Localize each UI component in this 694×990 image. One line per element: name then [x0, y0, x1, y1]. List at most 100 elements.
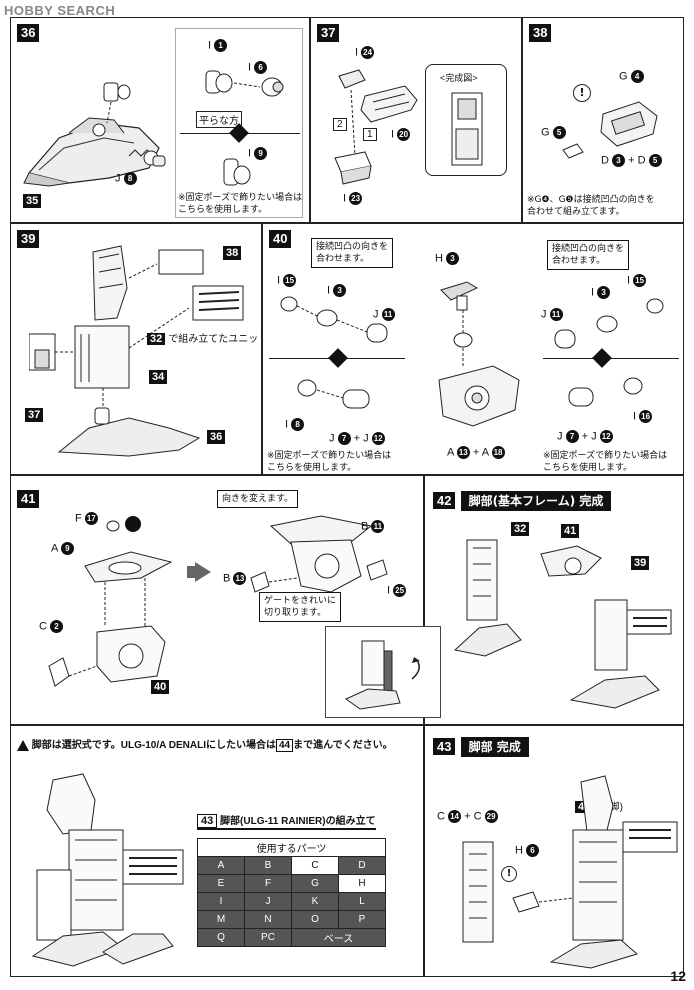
part-i15-left: I 15	[277, 274, 297, 287]
callout-right: 接続凹凸の向きを 合わせます。	[547, 240, 630, 270]
part-i24-number: 24	[361, 46, 375, 59]
part-i6-number: 6	[254, 61, 268, 74]
parts-table-cell: F	[244, 874, 292, 893]
part-j11-letter: J	[373, 308, 379, 321]
step-37-drawing	[334, 69, 418, 185]
part-i24-letter: I	[355, 46, 359, 59]
part-a9-letter: A	[51, 542, 58, 555]
step-42-title: 脚部(基本フレーム) 完成	[460, 491, 612, 511]
part-d3-letter: D	[601, 154, 609, 167]
plus-sign: +	[472, 446, 480, 459]
part-a9-number: 9	[60, 542, 74, 555]
part-i20-label: I 20	[391, 128, 411, 141]
next-arrow-icon	[195, 562, 211, 582]
parts-table-cell: C	[291, 856, 339, 875]
warning-text2: まで進んでください。	[293, 740, 393, 751]
flat-side-label: 平らな方	[196, 111, 242, 128]
part-c14-c29-label: C 14 + C 29	[437, 810, 498, 823]
part-40-label: 40	[151, 680, 170, 694]
part-i16-letter: I	[633, 410, 637, 423]
step-39-drawing	[29, 245, 244, 457]
seq-1-box: 1	[363, 128, 377, 141]
part-a13-number: 13	[456, 446, 470, 459]
part-32-number: 32	[147, 333, 166, 345]
part-j11-number: 11	[381, 308, 395, 321]
part-j12-letter: J	[363, 432, 369, 445]
part-f17-label: F 17	[75, 512, 98, 525]
parts-table-cell: PC	[244, 928, 292, 947]
parts-table-cell: O	[291, 910, 339, 929]
part-j11r-letter: J	[541, 308, 547, 321]
parts-table-cell: N	[244, 910, 292, 929]
part-i25-letter: I	[387, 584, 391, 597]
part-i3-right: I 3	[591, 286, 611, 299]
warning-icon	[17, 739, 29, 751]
part-a9-label: A 9	[51, 542, 74, 555]
part-35-label: 35	[23, 194, 42, 208]
rainier-title-text: 脚部(ULG-11 RAINIER)の組み立て	[220, 816, 376, 827]
step-41-right-drawing	[250, 515, 388, 593]
part-i6-letter: I	[248, 61, 252, 74]
step-39-number: 39	[17, 230, 40, 248]
part-j8-letter: J	[115, 172, 121, 185]
inset-drawing	[345, 640, 420, 710]
part-i15-right: I 15	[627, 274, 647, 287]
part-j11-left: J 11	[373, 308, 395, 321]
gate-callout: ゲートをきれいに 切り取ります。	[259, 592, 342, 622]
step-41-left-drawing	[48, 516, 173, 687]
plus-sign: +	[581, 430, 589, 443]
step-43-panel: 43 脚部 完成 C 14 + C 29 H 6 ! 42 (左脚)	[424, 725, 684, 977]
part-j12r-number: 12	[599, 430, 613, 443]
part-i15r-letter: I	[627, 274, 631, 287]
parts-table-cell: G	[291, 874, 339, 893]
step-40-center-drawing	[438, 281, 520, 427]
logo-text: HOBBY SEARCH	[4, 3, 116, 18]
step-37-number: 37	[317, 24, 340, 42]
part-i1-letter: I	[208, 39, 212, 52]
part-h6-letter: H	[515, 844, 523, 857]
part-f17-number: 17	[84, 512, 98, 525]
part-j7r-number: 7	[565, 430, 579, 443]
part-a13-a18-label: A 13 + A 18	[447, 446, 505, 459]
part-c29-number: 29	[484, 810, 498, 823]
part-39-label: 39	[631, 556, 650, 570]
step-40-panel: 40 接続凹凸の向きを 合わせます。 I 15 I 3 J 11 I 8 J 7…	[262, 223, 684, 475]
parts-table-cell: K	[291, 892, 339, 911]
parts-table-cell: I	[197, 892, 245, 911]
caution-icon-43: !	[501, 866, 517, 882]
part-i1-label: I 1	[208, 39, 228, 52]
part-a13-letter: A	[447, 446, 454, 459]
part-c2-number: 2	[50, 620, 64, 633]
parts-table-cell: D	[338, 856, 386, 875]
part-i23-number: 23	[349, 192, 363, 205]
part-i20-number: 20	[397, 128, 411, 141]
part-b13-label: B 13	[223, 572, 247, 585]
alt-diamond-icon-left	[328, 348, 348, 368]
step-38-drawing	[562, 101, 658, 159]
step-36-number: 36	[17, 24, 40, 42]
part-g5-label: G 5	[541, 126, 566, 139]
part-a18-number: 18	[491, 446, 505, 459]
plus-sign: +	[628, 154, 635, 167]
step-38-panel: 38 G 4 ! G 5 D 3 + D 5 ※G❹、G❺は接続凹凸の向きを 合…	[522, 17, 684, 223]
part-38-label: 38	[223, 246, 242, 260]
part-i23-label: I 23	[343, 192, 363, 205]
parts-table-cell: A	[197, 856, 245, 875]
warning-text: 脚部は選択式です。ULG-10/A DENALIにしたい場合は	[31, 740, 276, 751]
warning-ref: 44	[275, 739, 294, 752]
part-i3-left: I 3	[327, 284, 347, 297]
completed-view-label: <完成図>	[440, 73, 478, 83]
rainier-leg-drawing	[31, 773, 184, 967]
part-d5-letter: D	[637, 154, 646, 167]
part-i3-number: 3	[333, 284, 347, 297]
part-32-label: 32 で組み立てたユニット	[147, 330, 268, 346]
step-39-panel: 39 38 32 で組み立てたユニット 34 37 36	[10, 223, 268, 475]
part-34-label: 34	[149, 370, 168, 384]
step-43-header: 43 脚部 完成	[433, 736, 529, 757]
completed-part-drawing	[451, 92, 483, 166]
page-number: 12	[670, 968, 686, 984]
parts-table-cell: Q	[197, 928, 245, 947]
